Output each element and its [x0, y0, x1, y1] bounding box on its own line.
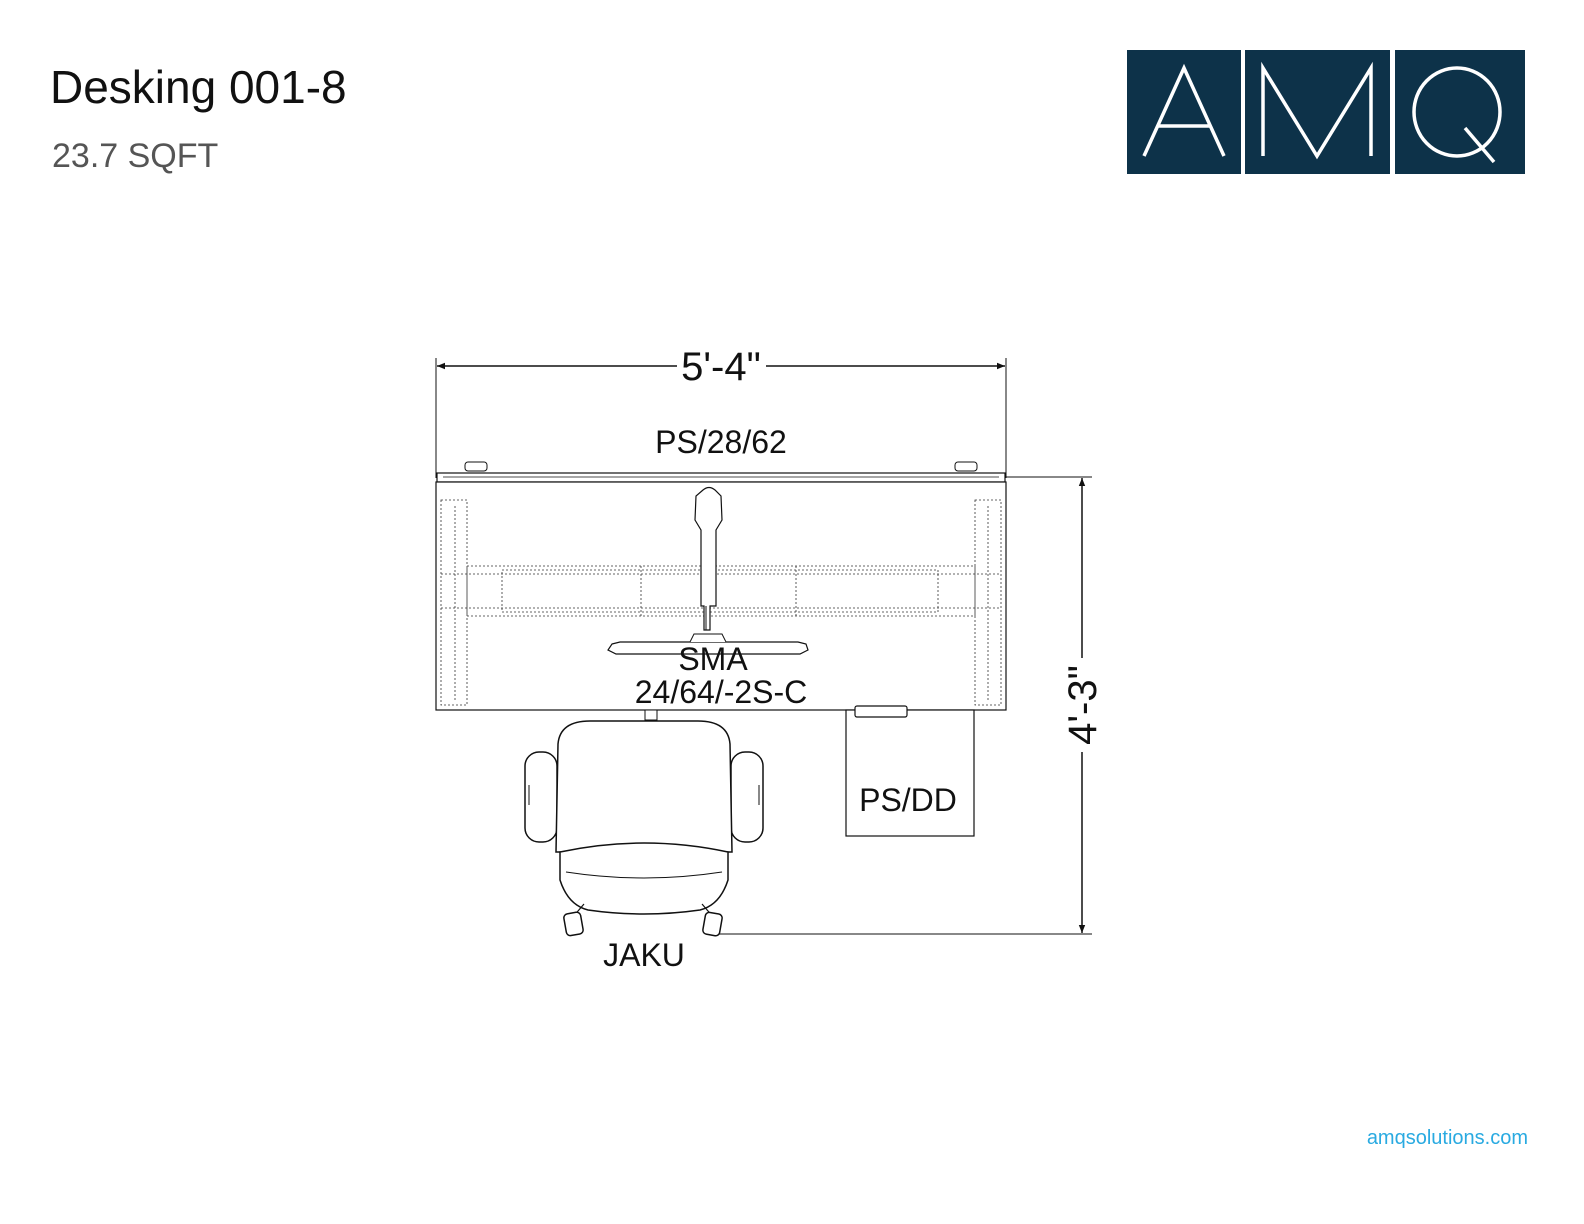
monitor-arm-label-line1: SMA: [678, 641, 748, 677]
website-link[interactable]: amqsolutions.com: [1366, 1127, 1528, 1149]
monitor-arm-label-line2: 24/64/-2S-C: [635, 674, 808, 710]
area-subtitle: 23.7 SQFT: [52, 137, 219, 175]
screen-label: PS/28/62: [655, 424, 787, 460]
logo-letter-m: [1261, 61, 1373, 160]
depth-dimension-label: 4'-3": [1061, 665, 1105, 745]
logo-tile-q: [1395, 50, 1525, 174]
width-dimension: 5'-4": [435, 345, 1007, 478]
desk: [435, 481, 1007, 711]
chair: JAKU: [524, 709, 764, 973]
chair-label: JAKU: [603, 937, 685, 973]
drawer-pedestal: PS/DD: [845, 705, 975, 837]
width-dimension-label: 5'-4": [681, 345, 761, 389]
depth-dimension: 4'-3": [716, 476, 1105, 935]
page-title: Desking 001-8: [50, 61, 347, 113]
drawer-label: PS/DD: [859, 782, 957, 818]
logo-letter-a: [1142, 63, 1226, 157]
amq-logo: [1127, 50, 1525, 174]
monitor-arm: SMA 24/64/-2S-C: [607, 486, 809, 710]
logo-letter-q: [1412, 66, 1502, 164]
